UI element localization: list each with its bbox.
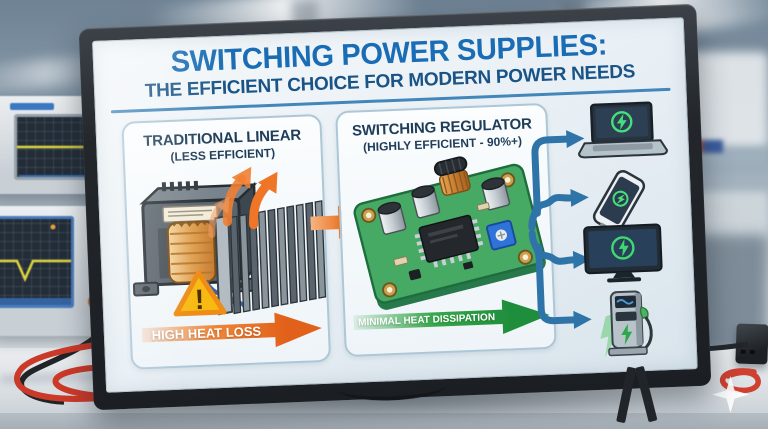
warning-triangle-icon: ! (173, 270, 227, 317)
badge-label: HIGH HEAT LOSS (151, 322, 262, 343)
oscilloscope-brand-strip (10, 103, 54, 110)
panel-switching-regulator: SWITCHING REGULATOR (HIGHLY EFFICIENT - … (335, 102, 557, 358)
desk-edge (0, 413, 768, 429)
small-components (393, 202, 490, 281)
panel-traditional-linear: TRADITIONAL LINEAR (LESS EFFICIENT) (121, 113, 332, 370)
mounting-holes (361, 172, 533, 298)
monitor-icon (583, 223, 663, 283)
distribution-arrows-icon (528, 130, 592, 329)
transformer-heatsink-illustration: ! (132, 166, 327, 317)
inductor-icon (433, 156, 471, 196)
oscilloscope-screen (0, 216, 74, 308)
oscilloscope-screen (14, 114, 88, 180)
badge-label: MINIMAL HEAT DISSIPATION (357, 311, 496, 329)
oscilloscope-statusbar (0, 298, 71, 305)
heat-arrows-icon (208, 166, 278, 238)
svg-text:!: ! (194, 284, 205, 315)
trimmer-icon (486, 219, 517, 251)
ic-chip-icon (414, 214, 484, 268)
heatsink-icon (214, 200, 327, 316)
powered-devices (528, 97, 697, 364)
circuit-board-icon (353, 156, 546, 310)
infographic-screen: SWITCHING POWER SUPPLIES: THE EFFICIENT … (92, 17, 698, 393)
ev-charger-icon (600, 290, 653, 357)
monitor: SWITCHING POWER SUPPLIES: THE EFFICIENT … (78, 3, 712, 424)
laptop-icon (577, 101, 668, 159)
capacitor-icon (377, 177, 511, 235)
